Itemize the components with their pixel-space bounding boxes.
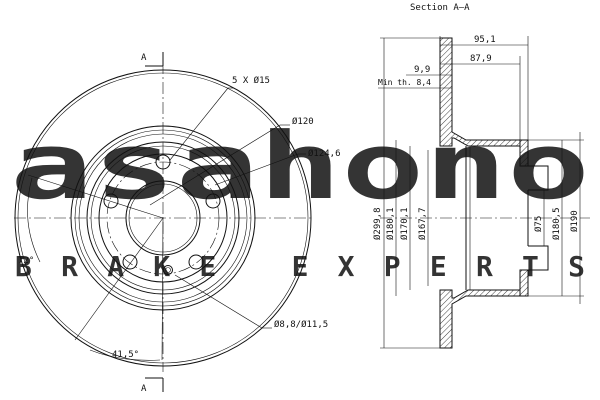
bolt-hole-right	[205, 193, 221, 209]
bolt-circle-pcd	[106, 161, 220, 275]
watermark: asahono BRAKE EXPERTS	[10, 113, 590, 283]
hat-ring-64	[98, 153, 228, 283]
bolt-hole-lower-left	[122, 254, 138, 270]
hat-ring-72	[90, 145, 236, 291]
diameter-167-7-label: Ø167,7	[417, 207, 428, 240]
width-9-9-label: 9,9	[414, 65, 430, 75]
watermark-tagline: BRAKE EXPERTS	[15, 250, 585, 283]
diameter-75-label: Ø75	[533, 216, 544, 232]
diameter-180-1-label: Ø180,1	[385, 207, 396, 240]
hole-callout-label: Ø8,8/Ø11,5	[274, 319, 328, 330]
section-profile-lower	[439, 289, 521, 349]
disc-outer-edge	[14, 69, 312, 367]
watermark-brand: asahono	[10, 113, 590, 220]
friction-ring-inner	[70, 125, 256, 311]
ring-88	[74, 129, 252, 307]
disc-outer-edge-inner	[17, 72, 309, 364]
hat-ring-76	[86, 141, 240, 295]
locating-hole-inner	[165, 267, 171, 273]
section-title: Section A–A	[410, 3, 470, 13]
min-thickness-label: Min th. 8,4	[378, 78, 431, 87]
section-view: Section A–A 95,1 87,9 9,9 Min th. 8,4	[372, 3, 590, 349]
angle-41-5-label: 41,5°	[112, 350, 139, 360]
locating-hole	[163, 265, 173, 275]
diameter-180-5-label: Ø180,5	[551, 207, 562, 240]
diameter-299-8-label: Ø299,8	[372, 207, 383, 240]
bolt-hole-top	[155, 154, 171, 170]
diameter-124-6-label: Ø124,6	[308, 148, 341, 159]
section-marker-top: A	[141, 53, 147, 63]
bolt-hole-lower-right	[188, 254, 204, 270]
width-95-1-label: 95,1	[474, 35, 496, 45]
diameter-170-1-label: Ø170,1	[399, 207, 410, 240]
front-view: A A 5 X Ø15 Ø120 Ø124,6 72° 41,5° Ø8,8/Ø…	[14, 52, 341, 394]
width-87-9-label: 87,9	[470, 54, 492, 64]
diameter-120-label: Ø120	[292, 116, 314, 127]
ring-84	[78, 133, 248, 303]
bolt-callout-label: 5 X Ø15	[232, 75, 270, 86]
section-profile-upper	[439, 37, 521, 147]
section-marker-bottom: A	[141, 384, 147, 394]
angle-72-label: 72°	[18, 256, 34, 266]
diameter-190-label: Ø190	[569, 210, 580, 232]
bolt-hole-left	[103, 193, 119, 209]
